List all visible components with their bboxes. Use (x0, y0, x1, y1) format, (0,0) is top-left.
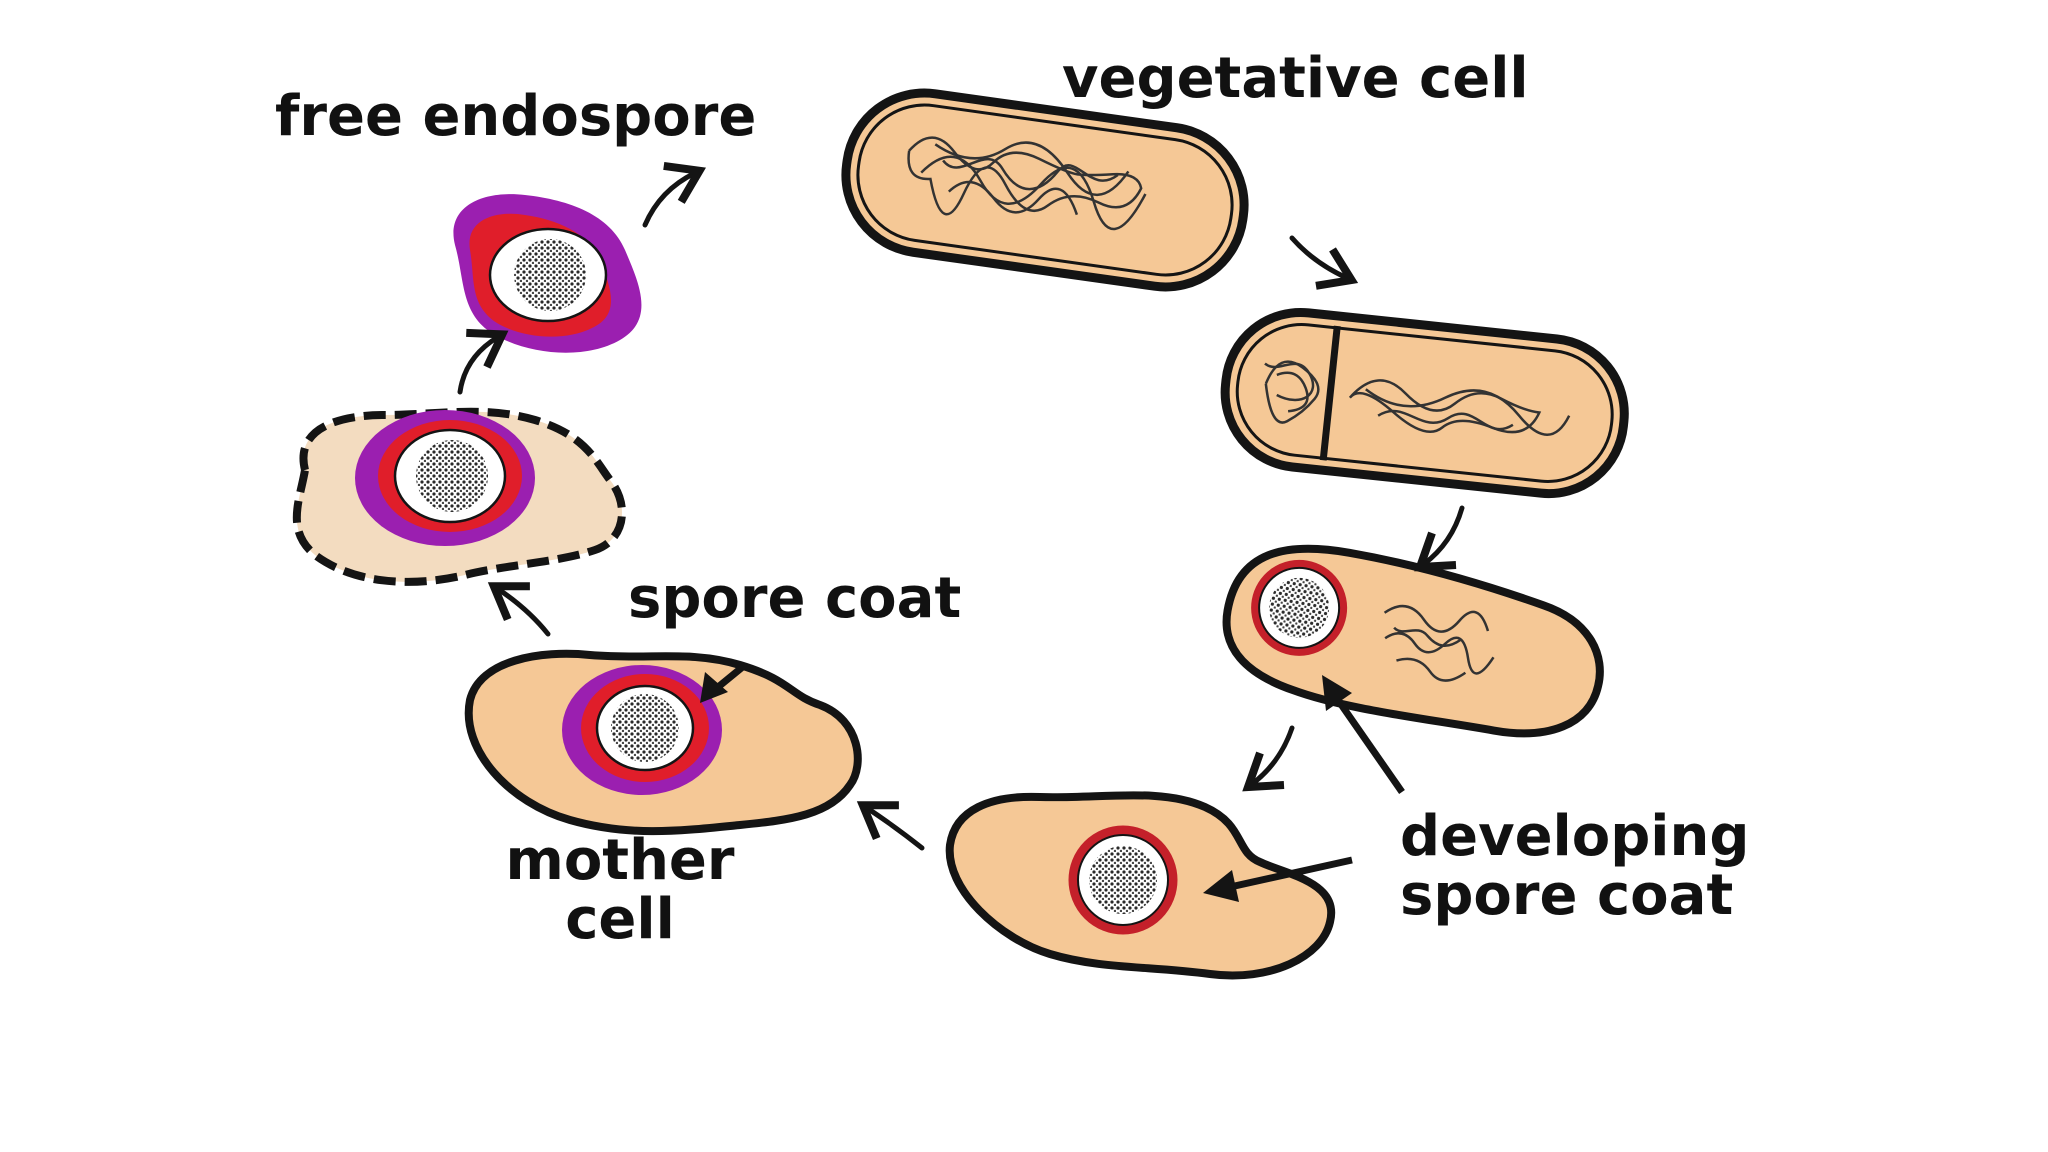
label-spore-coat: spore coat (628, 566, 962, 631)
vegetative-cell (841, 88, 1249, 292)
spore-core (1269, 577, 1330, 638)
spore-coat-pointer (700, 662, 748, 703)
forespore-cell (945, 791, 1336, 980)
arrow-engulfment-to-forespore (1242, 725, 1295, 792)
arrow-forespore-to-mother (856, 801, 925, 851)
spore-core (416, 440, 488, 512)
label-developing-spore-coat: developing spore coat (1400, 804, 1750, 928)
spore-core (1089, 846, 1157, 914)
label-mother-cell-line1: mother (505, 828, 735, 893)
spore-core (514, 239, 586, 311)
arrow-lysing-to-free (457, 328, 509, 395)
dna-tangle (907, 136, 1147, 231)
septum (1319, 325, 1341, 461)
arrow-septum-to-engulfment (1414, 505, 1465, 572)
mother-cell-dna (1383, 604, 1495, 682)
arrow-free-release (642, 161, 706, 228)
septum-forming-cell (1220, 307, 1629, 499)
spore-core (611, 694, 679, 762)
developing-spore-coat-pointer-upper (1322, 675, 1405, 794)
arrow-vegetative-to-septum (1289, 235, 1359, 290)
label-developing-spore-coat-line1: developing (1400, 804, 1750, 869)
label-vegetative-cell: vegetative cell (1062, 46, 1529, 111)
free-endospore (453, 194, 642, 353)
label-mother-cell: mother cell (490, 828, 750, 952)
cycle-arrows (457, 161, 1465, 851)
label-free-endospore: free endospore (275, 84, 757, 149)
mother-cell (464, 649, 862, 836)
forespore-dna (1264, 360, 1320, 424)
mother-cell-dna (1348, 379, 1571, 436)
arrow-mother-to-lysing (487, 582, 551, 637)
label-mother-cell-line2: cell (565, 886, 675, 952)
engulfment-cell (1222, 544, 1604, 738)
lysing-mother-cell (292, 407, 626, 586)
label-developing-spore-coat-line2: spore coat (1400, 862, 1734, 928)
developing-spore-coat-pointer-lower (1203, 856, 1353, 902)
